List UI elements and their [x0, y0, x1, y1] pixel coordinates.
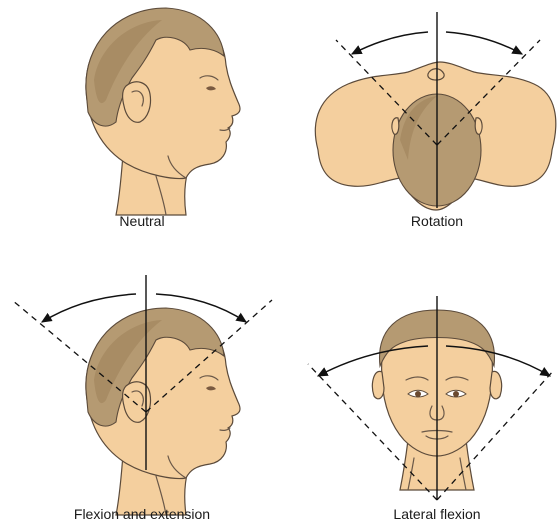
neutral-caption: Neutral — [119, 213, 164, 229]
flexion-panel — [12, 275, 272, 515]
rotation-shoulders-illustration — [315, 62, 555, 210]
rotation-panel — [315, 12, 555, 210]
rotation-right-arrow — [446, 32, 522, 54]
lateral-panel — [308, 296, 554, 500]
flexion-head-illustration — [86, 308, 240, 515]
neutral-head-illustration — [86, 8, 240, 215]
rotation-caption: Rotation — [411, 213, 463, 229]
lateral-caption: Lateral flexion — [393, 506, 480, 522]
flexion-caption: Flexion and extension — [74, 506, 210, 522]
rotation-left-arrow — [352, 32, 428, 54]
flexion-back-arrow — [42, 294, 136, 322]
neutral-panel — [86, 8, 240, 215]
